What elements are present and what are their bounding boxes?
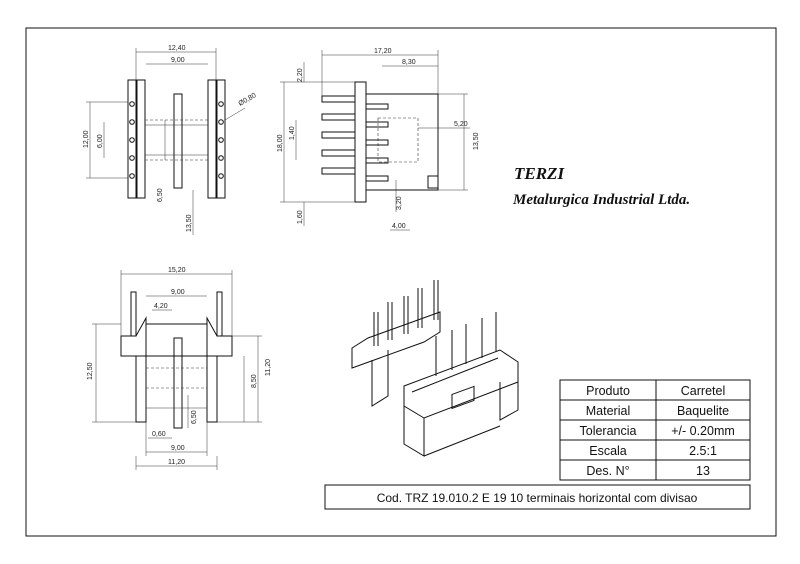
- dim-height-total-b: 12,50: [87, 362, 94, 380]
- dim-pin: 6,50: [191, 410, 198, 424]
- tb-value-escala: 2.5:1: [689, 444, 717, 458]
- dim-height-total-right: 18,00: [277, 134, 284, 152]
- dim-pin-pitch: 6,00: [97, 134, 104, 148]
- isometric-view: [351, 280, 519, 457]
- bottom-left-view: 15,20 9,00 4,20 12,50 11,20 8,50 6,50 0,…: [87, 267, 272, 470]
- dim-bottom: 1,60: [297, 210, 304, 224]
- dim-slot: 1,40: [289, 126, 296, 140]
- brand-subtitle: Metalurgica Industrial Ltda.: [512, 192, 690, 208]
- dim-tab: 4,00: [392, 223, 406, 230]
- dim-offset-top: 2,20: [297, 68, 304, 82]
- product-code: Cod. TRZ 19.010.2 E 19 10 terminais hori…: [377, 491, 698, 505]
- tb-label-escala: Escala: [589, 444, 627, 458]
- dim-core: 8,50: [251, 374, 258, 388]
- dim-width-total: 12,40: [168, 45, 186, 52]
- dim-width-right: 13,50: [473, 132, 480, 150]
- dim-bottom-total: 11,20: [168, 459, 185, 466]
- tb-value-tolerancia: +/- 0.20mm: [671, 424, 735, 438]
- tb-label-material: Material: [586, 404, 630, 418]
- dim-slot-b: 4,20: [154, 303, 168, 310]
- brand-name: TERZI: [514, 164, 565, 183]
- dim-hole: Ø0,80: [238, 92, 258, 108]
- tb-value-des-n: 13: [696, 464, 710, 478]
- dim-base: 3,20: [396, 196, 403, 210]
- dim-height-total: 12,00: [83, 130, 90, 148]
- top-left-view: 12,40 9,00 Ø0,80 12,00 6,00 6,50 13,50: [83, 45, 258, 235]
- tb-label-tolerancia: Tolerancia: [580, 424, 637, 438]
- dim-length: 13,50: [186, 214, 193, 232]
- tb-value-produto: Carretel: [681, 384, 725, 398]
- dim-width-mid: 9,00: [171, 289, 185, 296]
- dim-length-part: 8,30: [402, 59, 416, 66]
- top-right-view: 17,20 8,30 2,20 18,00 1,40 13,50 5,20 3,…: [277, 48, 480, 231]
- sheet-border: [25, 27, 777, 537]
- dim-bottom-inner: 9,00: [171, 445, 185, 452]
- dim-window: 5,20: [454, 121, 468, 128]
- dim-width-total-b: 15,20: [168, 267, 186, 274]
- tb-label-produto: Produto: [586, 384, 630, 398]
- dim-length-total: 17,20: [374, 48, 392, 55]
- dim-wall: 0,60: [152, 431, 166, 438]
- dim-height-right: 11,20: [265, 359, 272, 376]
- tb-label-des-n: Des. N°: [586, 464, 629, 478]
- title-block: Produto Carretel Material Baquelite Tole…: [324, 379, 751, 510]
- dim-core-depth: 6,50: [157, 188, 164, 202]
- dim-width-inner: 9,00: [171, 57, 185, 64]
- tb-value-material: Baquelite: [677, 404, 729, 418]
